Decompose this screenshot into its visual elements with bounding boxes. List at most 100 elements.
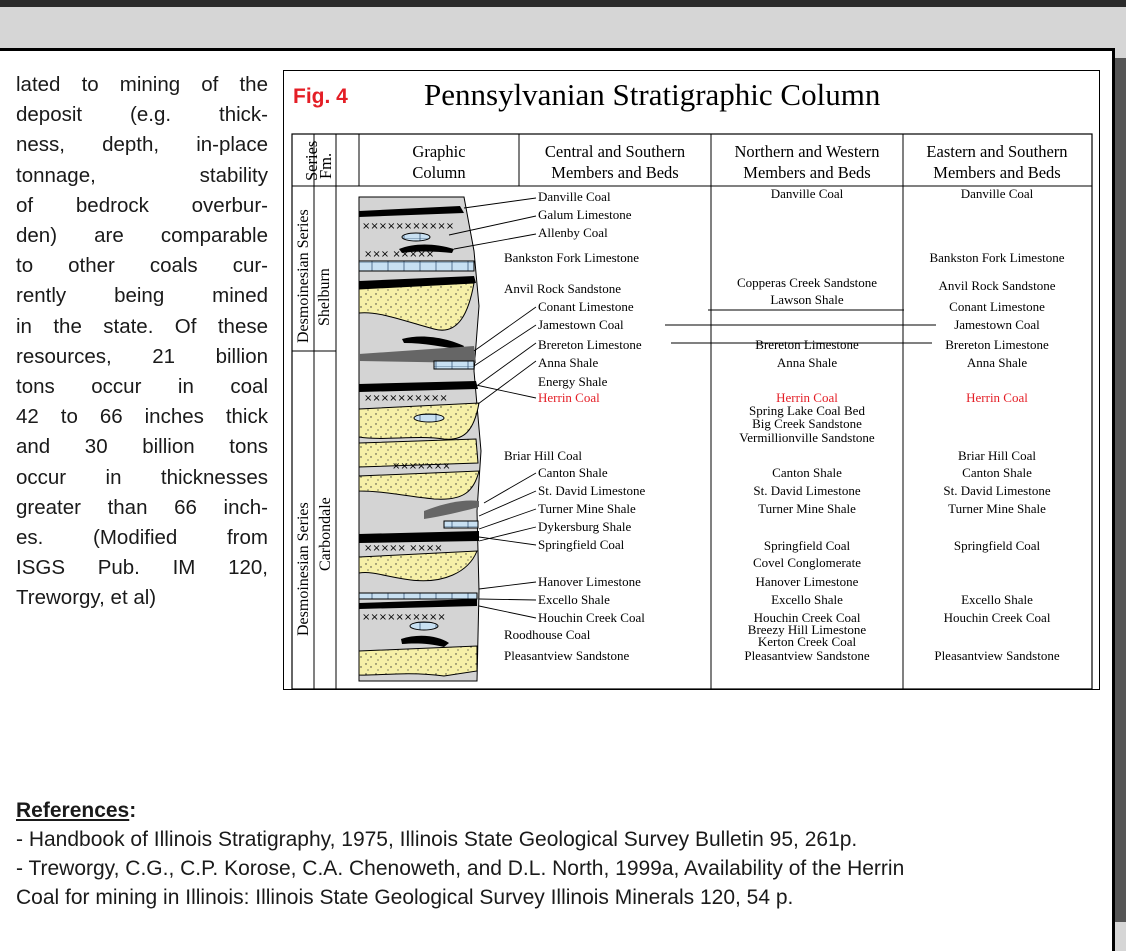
header-central: Central and Southern [545,142,685,161]
bed-label: Canton Shale [772,465,842,480]
leader-lines [448,197,936,619]
paragraph-line: of bedrock overbur- [16,193,268,217]
paragraph-line: resources, 21 billion [16,344,268,368]
formation-label: Carbondale [317,497,334,571]
bed-label: Spring Lake Coal Bed [749,403,865,418]
svg-text:××××× ××××: ××××× ×××× [364,543,443,554]
paragraph-line: Treworgy, et al) [16,586,157,610]
bed-label: Allenby Coal [538,225,608,240]
bed-label: Turner Mine Shale [758,501,856,516]
paragraph-line: es. (Modified from [16,526,268,550]
eastern-column: Danville Coal Bankston Fork Limestone An… [929,186,1064,663]
figure-title: Pennsylvanian Stratigraphic Column [424,77,881,112]
bed-label: Jamestown Coal [538,317,624,332]
paragraph-line: deposit (e.g. thick- [16,103,268,127]
header-northern: Members and Beds [743,163,870,182]
bed-label: Danville Coal [538,189,611,204]
paragraph-line: den) are comparable [16,224,268,248]
header-central: Members and Beds [551,163,678,182]
bed-label: Excello Shale [538,592,610,607]
bed-label: St. David Limestone [538,483,645,498]
paragraph-line: tonnage, stability [16,163,268,187]
page-shadow [1115,58,1126,922]
bed-label: Big Creek Sandstone [752,416,862,431]
northern-column: Danville Coal Copperas Creek Sandstone L… [737,186,877,663]
header-eastern: Members and Beds [933,163,1060,182]
bed-label: Conant Limestone [949,299,1045,314]
references-section: References: - Handbook of Illinois Strat… [16,796,904,912]
svg-text:××××××××××: ×××××××××× [362,612,446,623]
bed-label: Springfield Coal [764,538,851,553]
bed-label-highlight: Herrin Coal [538,390,600,405]
bed-label: Bankston Fork Limestone [504,250,639,265]
central-column: Danville Coal Galum Limestone Allenby Co… [504,189,645,663]
bed-label: Springfield Coal [538,537,625,552]
series-label: Desmoinesian Series [295,209,312,343]
bed-label: St. David Limestone [753,483,860,498]
bed-label: Turner Mine Shale [538,501,636,516]
bed-label-highlight: Herrin Coal [776,390,838,405]
bed-label: Roodhouse Coal [504,627,591,642]
paragraph-line: lated to mining of the [16,73,268,96]
paragraph-line: and 30 billion tons [16,435,268,459]
reference-item: Coal for mining in Illinois: Illinois St… [16,886,794,909]
bed-label: Houchin Creek Coal [944,610,1051,625]
bed-label: Breezy Hill Limestone [748,622,867,637]
series-label: Desmoinesian Series [295,502,312,636]
bed-label: Danville Coal [771,186,844,201]
bed-label: Covel Conglomerate [753,555,861,570]
bed-label: Houchin Creek Coal [538,610,645,625]
bed-label: Brereton Limestone [945,337,1049,352]
paragraph-line: tons occur in coal [16,375,268,399]
header-series: Series [302,141,321,181]
svg-text:××××××××××: ×××××××××× [364,393,448,404]
bed-label: Bankston Fork Limestone [929,250,1064,265]
bed-label: Conant Limestone [538,299,634,314]
svg-text:××× ×××××: ××× ××××× [364,249,434,260]
bed-label: Excello Shale [771,592,843,607]
bed-label: Briar Hill Coal [958,448,1036,463]
bed-label: Anna Shale [538,355,599,370]
references-heading: References: [16,799,137,822]
body-paragraph: lated to mining of the deposit (e.g. thi… [16,70,268,614]
bed-label: Anvil Rock Sandstone [504,281,621,296]
bed-label: Pleasantview Sandstone [744,648,870,663]
stratigraphic-figure: Fig. 4 Pennsylvanian Stratigraphic Colum… [283,70,1100,690]
paragraph-line: occur in thicknesses [16,465,268,489]
reference-item: - Handbook of Illinois Stratigraphy, 197… [16,828,858,851]
header-northern: Northern and Western [735,142,880,161]
bed-label: Hanover Limestone [538,574,641,589]
bed-label: Excello Shale [961,592,1033,607]
bed-label: St. David Limestone [943,483,1050,498]
header-graphic: Column [412,163,465,182]
bed-label: Briar Hill Coal [504,448,582,463]
paragraph-line: greater than 66 inch- [16,495,268,519]
bed-label: Anvil Rock Sandstone [939,278,1056,293]
paragraph-line: rently being mined [16,284,268,308]
bed-label: Lawson Shale [770,292,844,307]
paragraph-line: in the state. Of these [16,314,268,338]
bed-label: Copperas Creek Sandstone [737,275,877,290]
svg-text:×××××××××××: ××××××××××× [362,221,454,232]
paragraph-line: ISGS Pub. IM 120, [16,556,268,580]
bed-label-highlight: Herrin Coal [966,390,1028,405]
bed-label: Pleasantview Sandstone [504,648,630,663]
bed-label: Kerton Creek Coal [758,634,857,649]
bed-label: Springfield Coal [954,538,1041,553]
header-fm: Fm. [316,153,335,179]
paragraph-line: ness, depth, in-place [16,133,268,157]
bed-label: Dykersburg Shale [538,519,632,534]
bed-label: Vermillionville Sandstone [739,430,875,445]
bed-label: Turner Mine Shale [948,501,1046,516]
bed-label: Canton Shale [962,465,1032,480]
formation-label: Shelburn [316,268,333,326]
header-eastern: Eastern and Southern [926,142,1067,161]
bed-label: Canton Shale [538,465,608,480]
bed-label: Pleasantview Sandstone [934,648,1060,663]
bed-label: Brereton Limestone [538,337,642,352]
bed-label: Hanover Limestone [756,574,859,589]
figure-tag: Fig. 4 [293,85,348,108]
bed-label: Anna Shale [967,355,1028,370]
bed-label: Energy Shale [538,374,608,389]
paragraph-line: to other coals cur- [16,254,268,278]
